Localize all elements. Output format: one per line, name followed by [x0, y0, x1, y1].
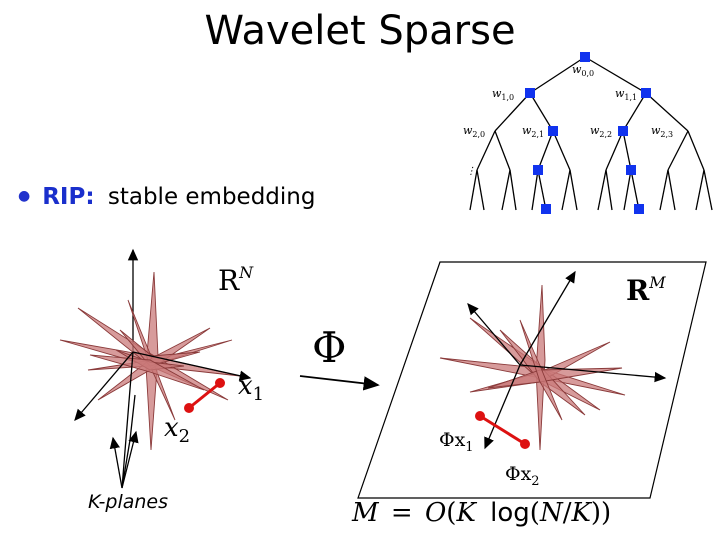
wavelet-labels: w0,0 w1,0 w1,1 w2,0 w2,1 w2,2 w2,3 ⋮ — [463, 63, 673, 177]
phi-symbol: Φ — [312, 323, 346, 372]
wavelet-tree — [469, 56, 713, 211]
node-1-1 — [641, 88, 651, 98]
k-planes-left — [59, 271, 241, 451]
label-w00: w0,0 — [572, 63, 594, 78]
label-w11: w1,1 — [615, 87, 637, 102]
axis-left-right — [467, 303, 521, 366]
label-x1: x1 — [238, 371, 264, 405]
axis-down-left — [121, 351, 136, 489]
point-x2 — [184, 403, 194, 413]
phi-map: Φ — [299, 323, 380, 391]
point-phix1 — [475, 411, 485, 421]
plane-RM — [357, 261, 707, 499]
point-phix2 — [520, 439, 530, 449]
label-x2: x2 — [164, 413, 190, 447]
node-4-b — [634, 204, 644, 214]
axis-down-right — [484, 364, 521, 450]
formula-bound: M = O(K log(N/K)) — [351, 498, 611, 528]
node-3-b — [626, 165, 636, 175]
rip-text: stable embedding — [107, 184, 316, 210]
label-w22: w2,2 — [590, 124, 612, 139]
axis-right-right — [519, 364, 667, 383]
label-phix1: Φx1 — [439, 429, 474, 455]
bullet-dot-icon: ● — [18, 188, 31, 204]
slide-title-text: Wavelet Sparse — [204, 8, 516, 54]
point-x1 — [215, 378, 225, 388]
label-w20: w2,0 — [463, 124, 485, 139]
segment-phix1-phix2 — [479, 414, 526, 446]
label-w23: w2,3 — [651, 124, 673, 139]
label-RN: RN — [218, 263, 254, 297]
phi-arrow — [299, 375, 380, 391]
label-w21: w2,1 — [522, 124, 544, 139]
node-2-2 — [618, 126, 628, 136]
node-4-a — [541, 204, 551, 214]
left-space: RN x1 x2 K-planes — [59, 248, 264, 513]
segment-x1-x2 — [188, 381, 221, 410]
right-space: RM Φx1 Φx2 — [357, 261, 707, 499]
label-w10: w1,0 — [492, 87, 514, 102]
label-k-planes: K-planes — [88, 491, 168, 513]
axis-up-right — [519, 270, 576, 366]
k-planes-right — [439, 284, 626, 451]
axis-lowleft — [74, 351, 134, 421]
node-root — [580, 52, 590, 62]
axis-right-left — [132, 351, 252, 381]
bullet-rip: ● RIP: stable embedding — [18, 184, 315, 210]
node-3-a — [533, 165, 543, 175]
node-2-1 — [548, 126, 558, 136]
label-ellipsis: ⋮ — [466, 166, 476, 177]
wavelet-nodes — [525, 52, 651, 214]
slide-title: Wavelet Sparse — [0, 8, 720, 54]
rip-term: RIP: — [42, 184, 95, 210]
node-1-0 — [525, 88, 535, 98]
label-RM: RM — [626, 273, 666, 307]
label-phix2: Φx2 — [505, 463, 540, 489]
